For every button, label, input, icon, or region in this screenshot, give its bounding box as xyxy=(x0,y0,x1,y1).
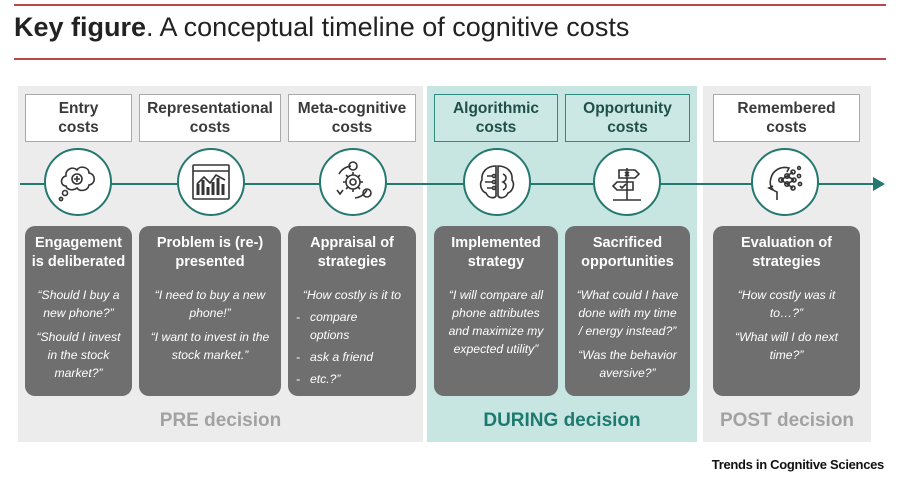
phase-label-pre: PRE decision xyxy=(159,410,282,431)
list-item: etc.?” xyxy=(292,370,412,388)
card-title: Problem is (re-)presented xyxy=(156,235,264,270)
gear-cycle-icon xyxy=(319,148,387,216)
title-rule xyxy=(14,58,886,60)
brain-circuit-icon xyxy=(463,148,531,216)
card-representational: Problem is (re-)presented “I need to buy… xyxy=(139,226,281,396)
list-item: ask a friend xyxy=(292,348,412,366)
signpost-icon xyxy=(593,148,661,216)
figure-title: Key figure. A conceptual timeline of cog… xyxy=(14,12,630,42)
chart-window-icon xyxy=(177,148,245,216)
journal-logo: Trends in Cognitive Sciences xyxy=(711,457,885,472)
card-quote: “How costly is it to xyxy=(302,288,402,302)
timeline-arrowhead xyxy=(873,177,885,191)
top-rule xyxy=(14,4,886,6)
phase-label-during: DURING decision xyxy=(483,410,641,431)
brain-thought-icon xyxy=(44,148,112,216)
head-network-icon xyxy=(751,148,819,216)
phase-label-post: POST decision xyxy=(719,410,855,431)
timeline-line xyxy=(20,183,875,185)
